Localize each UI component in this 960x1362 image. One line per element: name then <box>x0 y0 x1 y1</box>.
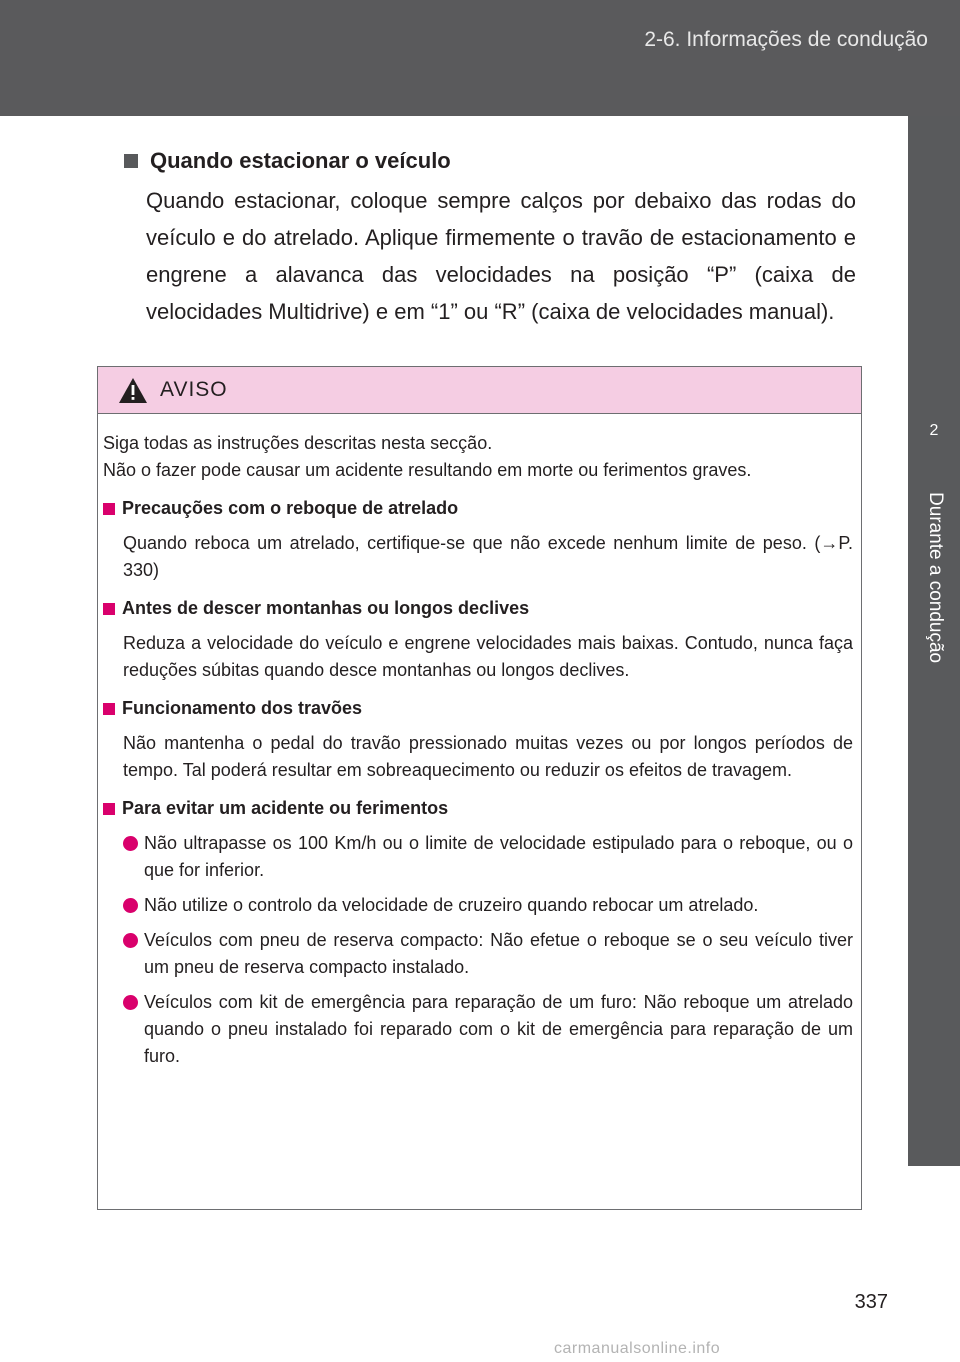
warning-section-title: Para evitar um acidente ou ferimentos <box>103 795 853 822</box>
warning-section: Antes de descer montanhas ou longos decl… <box>103 595 853 684</box>
warning-label: AVISO <box>160 378 228 401</box>
square-bullet-icon <box>103 702 115 715</box>
parking-heading-text: Quando estacionar o veículo <box>150 148 451 173</box>
chapter-title: Durante a condução <box>925 492 946 664</box>
warning-section: Precauções com o reboque de atrelado Qua… <box>103 495 853 584</box>
round-bullet-icon <box>123 933 138 948</box>
page-number: 337 <box>854 1291 888 1313</box>
warning-section-text: Reduza a velocidade do veículo e engrene… <box>123 633 853 680</box>
round-bullet-icon <box>123 836 138 851</box>
warning-intro-line: Siga todas as instruções descritas nesta… <box>103 433 493 453</box>
bullet-text: Veículos com kit de emergência para repa… <box>144 992 853 1066</box>
warning-triangle-icon <box>119 377 147 403</box>
bullet-text: Não utilize o controlo da velocidade de … <box>144 895 759 915</box>
chapter-number: 2 <box>929 422 939 439</box>
parking-heading: Quando estacionar o veículo <box>124 148 856 174</box>
list-item: Veículos com kit de emergência para repa… <box>103 989 853 1070</box>
parking-paragraph: Quando estacionar, coloque sempre calços… <box>146 188 856 324</box>
list-item: Veículos com pneu de reserva compacto: N… <box>103 927 853 981</box>
watermark: carmanualsonline.info <box>554 1340 721 1357</box>
warning-section-title-text: Funcionamento dos travões <box>122 698 363 718</box>
bullet-text: Veículos com pneu de reserva compacto: N… <box>144 930 853 977</box>
square-bullet-icon <box>103 602 115 615</box>
warning-section-text: Quando reboca um atrelado, certifique-se… <box>123 533 853 580</box>
warning-section-title-text: Antes de descer montanhas ou longos decl… <box>122 598 530 618</box>
warning-bullet-list: Não ultrapasse os 100 Km/h ou o limite d… <box>103 830 853 1070</box>
chapter-side-tab[interactable]: 2 Durante a condução <box>908 116 960 1166</box>
warning-section-text: Não mantenha o pedal do travão pressiona… <box>123 733 853 780</box>
bullet-text: Não ultrapasse os 100 Km/h ou o limite d… <box>144 833 853 880</box>
page-header-band: 2-6. Informações de condução <box>0 0 960 116</box>
list-item: Não ultrapasse os 100 Km/h ou o limite d… <box>103 830 853 884</box>
list-item: Não utilize o controlo da velocidade de … <box>103 892 853 919</box>
warning-intro-line: Não o fazer pode causar um acidente resu… <box>103 460 752 480</box>
section-title: 2-6. Informações de condução <box>644 28 928 51</box>
warning-body: Siga todas as instruções descritas nesta… <box>98 414 861 1070</box>
square-bullet-icon <box>124 154 138 168</box>
warning-section-title: Precauções com o reboque de atrelado <box>103 495 853 522</box>
warning-section: Para evitar um acidente ou ferimentos Nã… <box>103 795 853 1070</box>
warning-section-title: Funcionamento dos travões <box>103 695 853 722</box>
warning-section: Funcionamento dos travões Não mantenha o… <box>103 695 853 784</box>
warning-box: AVISO Siga todas as instruções descritas… <box>97 366 862 1210</box>
warning-section-title: Antes de descer montanhas ou longos decl… <box>103 595 853 622</box>
round-bullet-icon <box>123 995 138 1010</box>
warning-section-title-text: Para evitar um acidente ou ferimentos <box>122 798 449 818</box>
round-bullet-icon <box>123 898 138 913</box>
square-bullet-icon <box>103 502 115 515</box>
parking-section: Quando estacionar o veículo Quando estac… <box>124 148 856 330</box>
warning-header: AVISO <box>98 367 861 414</box>
square-bullet-icon <box>103 802 115 815</box>
warning-section-title-text: Precauções com o reboque de atrelado <box>122 498 459 518</box>
